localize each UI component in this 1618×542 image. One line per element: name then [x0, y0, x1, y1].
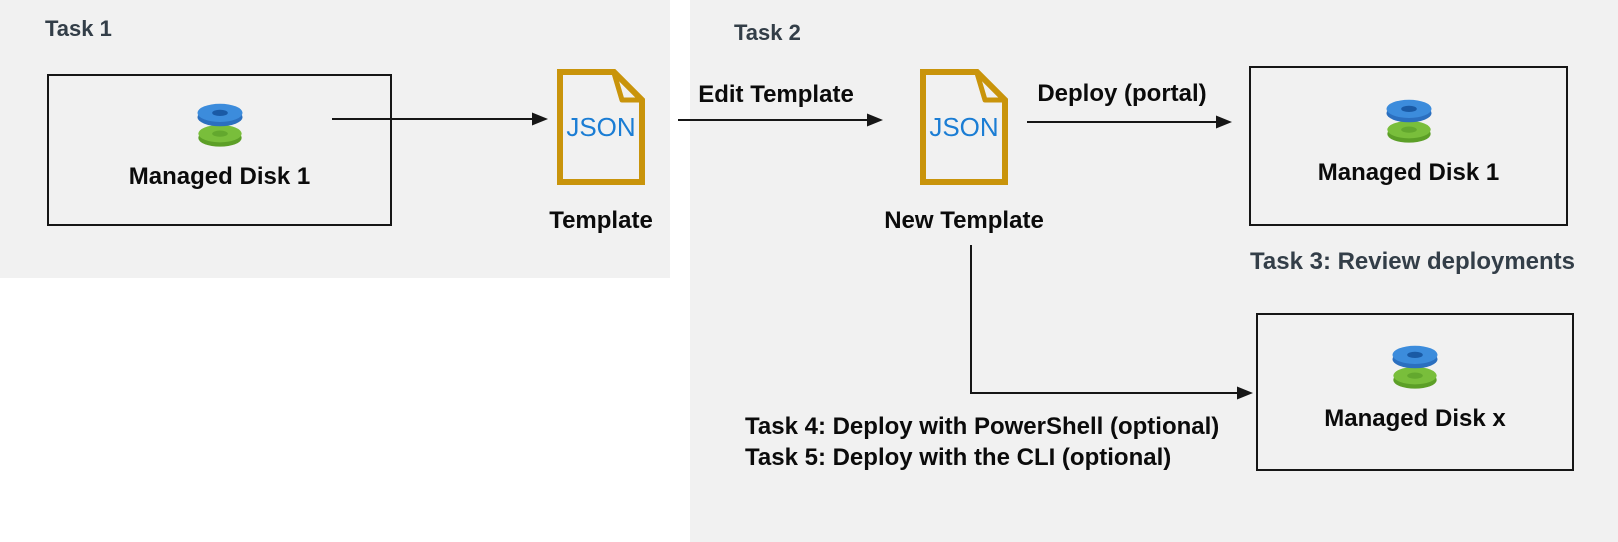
- task1-heading: Task 1: [45, 16, 112, 41]
- managed-disk-1-deployed-box: Managed Disk 1: [1249, 66, 1568, 226]
- managed-disk-1-source-label: Managed Disk 1: [128, 162, 311, 190]
- json-file-icon: [557, 69, 645, 185]
- template-label: Template: [549, 207, 653, 234]
- template-node: JSON Template: [501, 68, 701, 235]
- managed-disk-icon: [1389, 342, 1441, 392]
- task5-note: Task 5: Deploy with the CLI (optional): [745, 444, 1172, 471]
- managed-disk-icon: [1383, 96, 1435, 146]
- json-file-text: JSON: [929, 112, 999, 142]
- new-template-node: JSON New Template: [864, 68, 1064, 235]
- task4-note: Task 4: Deploy with PowerShell (optional…: [745, 413, 1220, 440]
- edit-template-label: Edit Template: [698, 81, 854, 108]
- managed-disk-x-box: Managed Disk x: [1256, 313, 1574, 471]
- json-file-text: JSON: [566, 112, 636, 142]
- managed-disk-icon: [194, 100, 246, 150]
- managed-disk-x-label: Managed Disk x: [1324, 404, 1506, 432]
- managed-disk-1-source-box: Managed Disk 1: [47, 74, 392, 226]
- new-template-label: New Template: [884, 207, 1044, 234]
- task2-heading: Task 2: [734, 20, 801, 45]
- json-file-icon: [920, 69, 1008, 185]
- task3-heading: Task 3: Review deployments: [1250, 248, 1576, 275]
- deploy-portal-label: Deploy (portal): [1037, 80, 1207, 107]
- managed-disk-1-deployed-label: Managed Disk 1: [1317, 158, 1500, 186]
- optional-tasks-notes: Task 4: Deploy with PowerShell (optional…: [745, 411, 1219, 473]
